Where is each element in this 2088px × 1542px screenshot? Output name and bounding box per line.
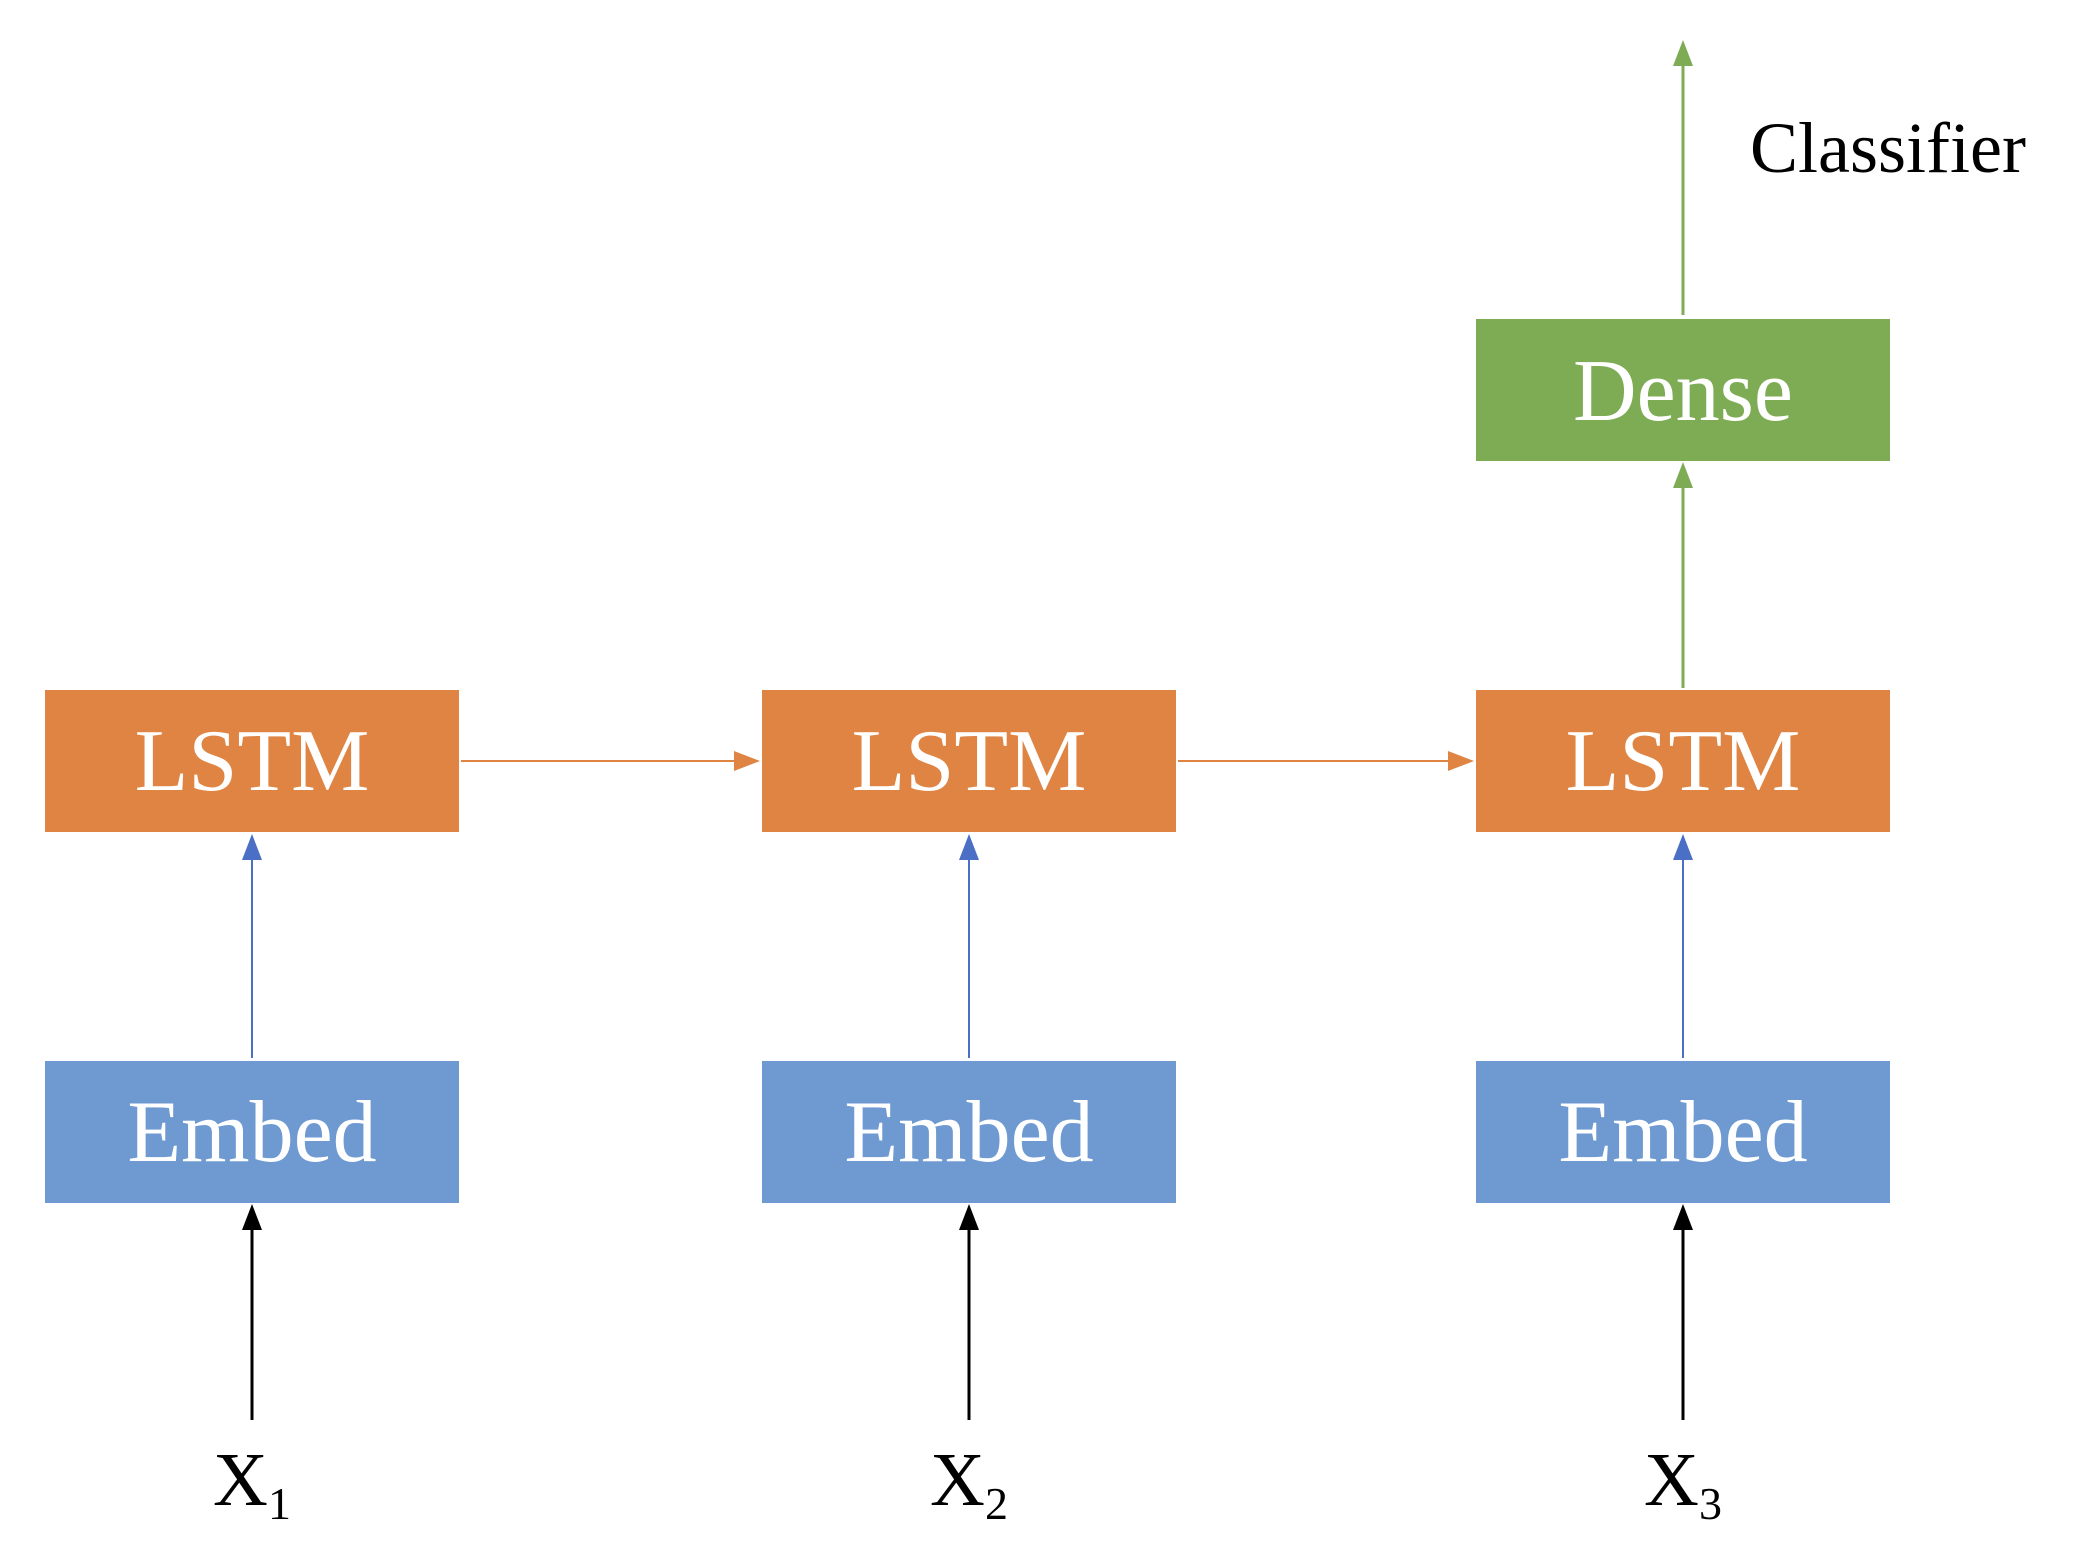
lstm-label-3: LSTM xyxy=(1566,713,1801,810)
embed-label-3: Embed xyxy=(1558,1084,1807,1181)
dense-label: Dense xyxy=(1573,343,1793,440)
embed-block-2: Embed xyxy=(762,1061,1176,1203)
lstm-block-2: LSTM xyxy=(762,690,1176,832)
embed-block-3: Embed xyxy=(1476,1061,1890,1203)
recurrent-arrow-1-2 xyxy=(461,751,760,771)
lstm-label-1: LSTM xyxy=(135,713,370,810)
embed-label-1: Embed xyxy=(127,1084,376,1181)
input-arrow-3 xyxy=(1673,1204,1693,1420)
input-label-1: X1 xyxy=(213,1438,291,1529)
input-sub-2: 2 xyxy=(985,1478,1008,1529)
input-label-3: X3 xyxy=(1644,1438,1722,1529)
input-base-3: X xyxy=(1644,1438,1699,1522)
classifier-label: Classifier xyxy=(1750,108,2026,188)
input-base-2: X xyxy=(930,1438,985,1522)
input-arrow-1 xyxy=(242,1204,262,1420)
embed-label-2: Embed xyxy=(844,1084,1093,1181)
output-arrow xyxy=(1673,40,1693,315)
lstm-to-dense-arrow xyxy=(1673,462,1693,688)
input-sub-1: 1 xyxy=(268,1478,291,1529)
recurrent-arrow-2-3 xyxy=(1178,751,1474,771)
embed-block-1: Embed xyxy=(45,1061,459,1203)
embed-to-lstm-arrow-3 xyxy=(1673,834,1693,1058)
lstm-block-1: LSTM xyxy=(45,690,459,832)
input-label-2: X2 xyxy=(930,1438,1008,1529)
lstm-label-2: LSTM xyxy=(852,713,1087,810)
input-arrow-2 xyxy=(959,1204,979,1420)
input-base-1: X xyxy=(213,1438,268,1522)
embed-to-lstm-arrow-2 xyxy=(959,834,979,1058)
embed-to-lstm-arrow-1 xyxy=(242,834,262,1058)
input-sub-3: 3 xyxy=(1699,1478,1722,1529)
dense-block: Dense xyxy=(1476,319,1890,461)
lstm-block-3: LSTM xyxy=(1476,690,1890,832)
